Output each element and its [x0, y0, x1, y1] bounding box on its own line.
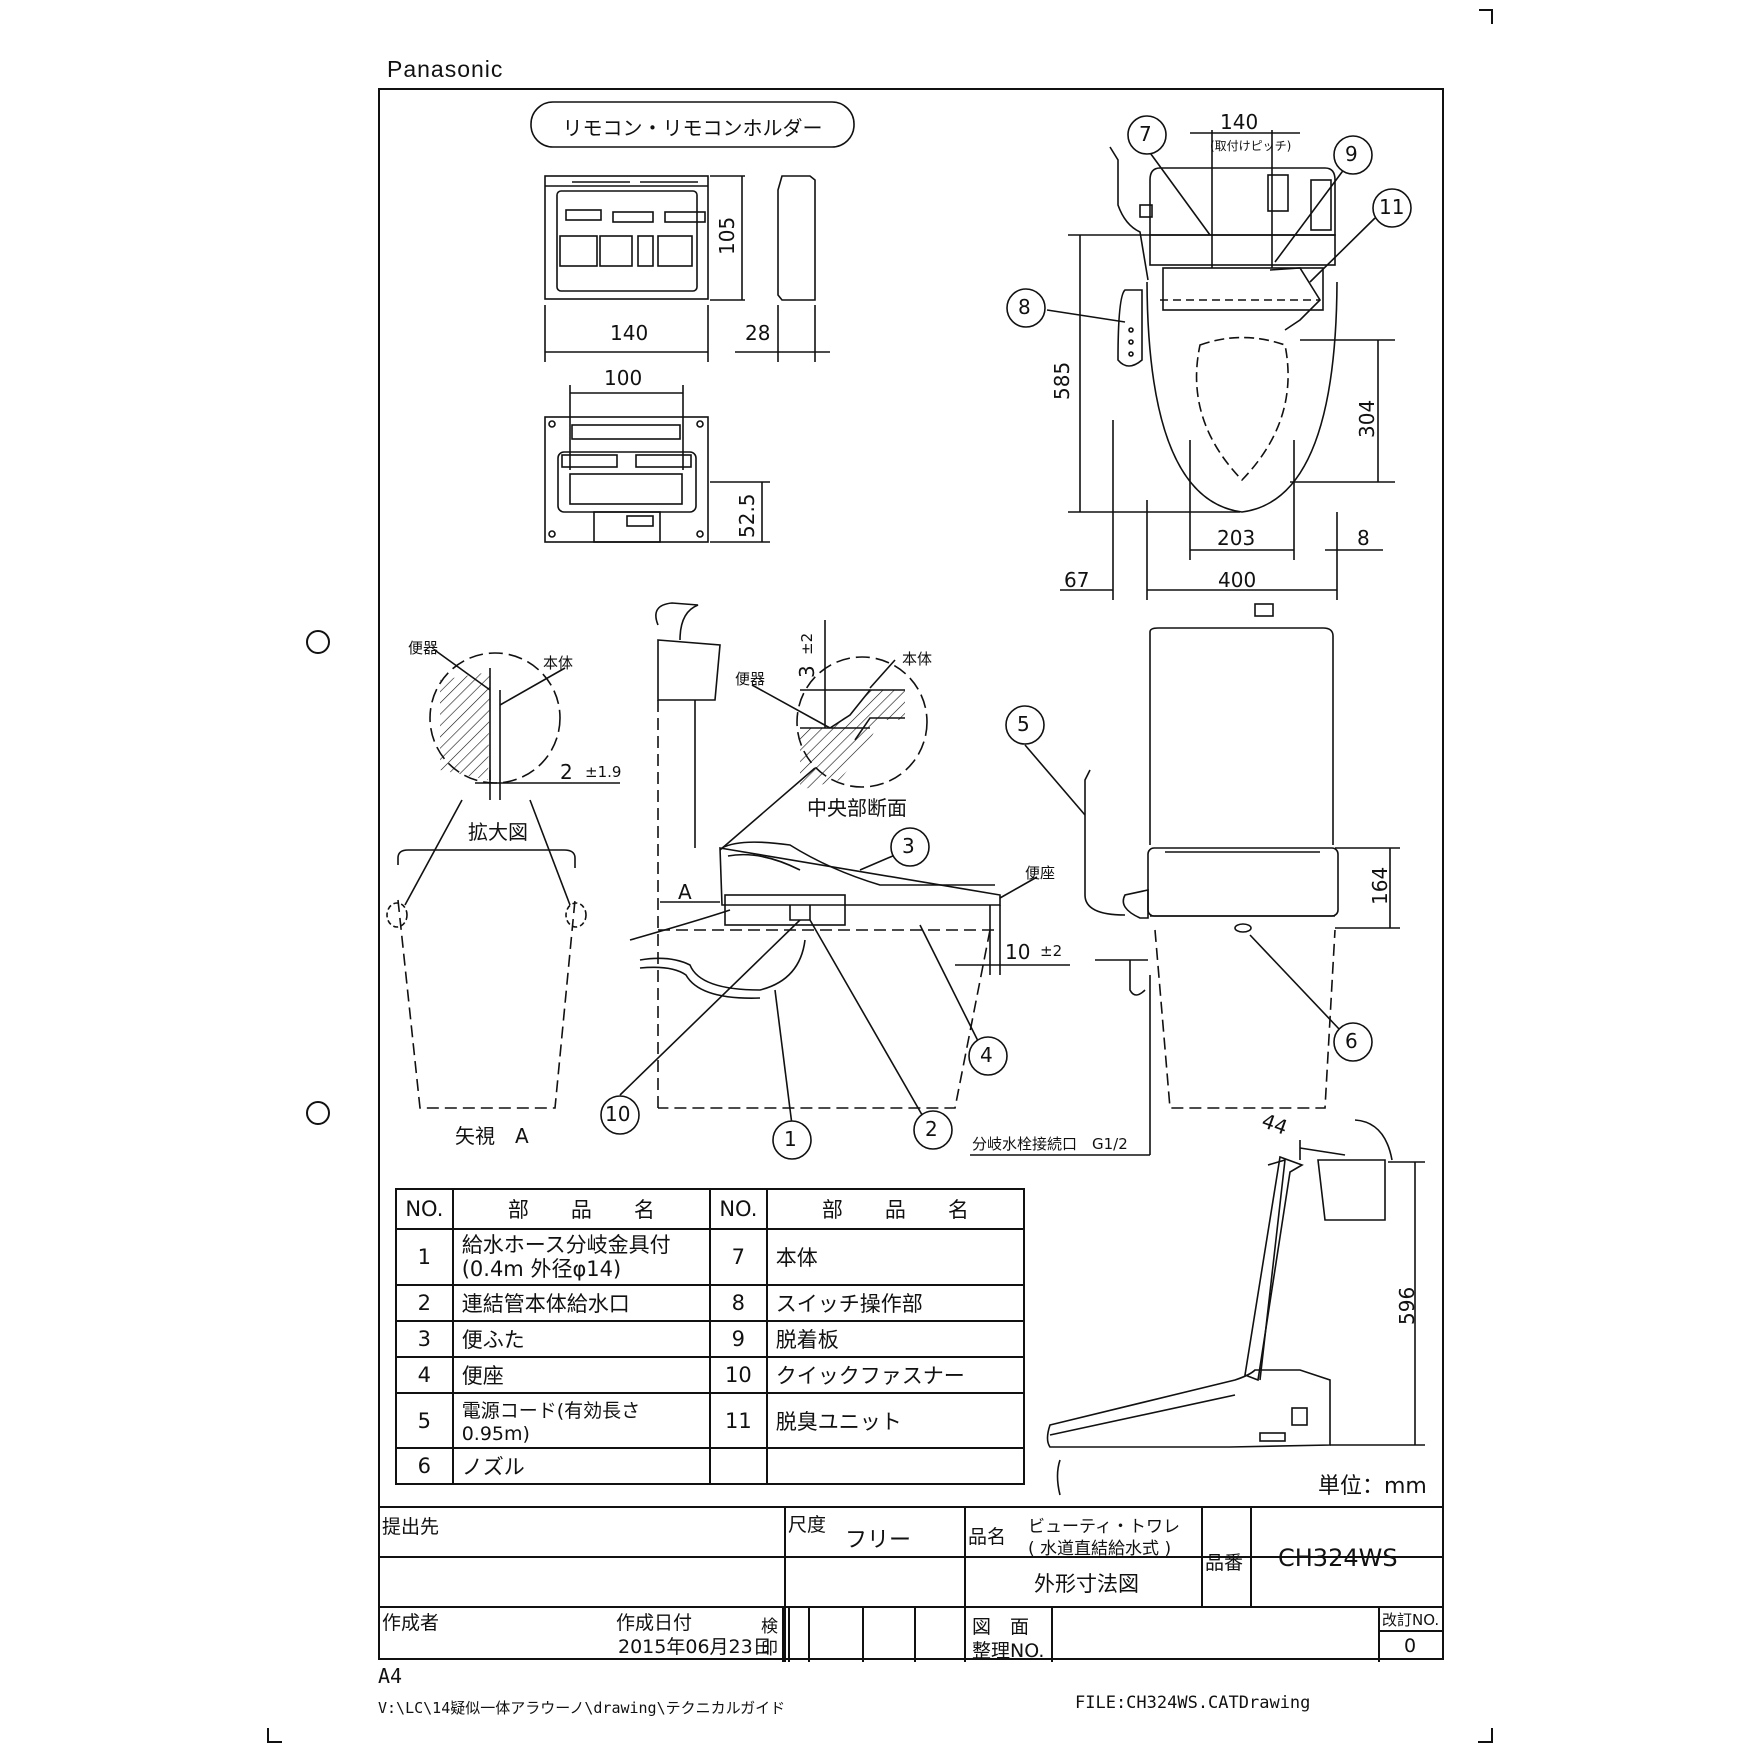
callout-5: 5: [1017, 712, 1030, 736]
dim-holder-pitch: 100: [604, 366, 643, 390]
th-no-left: NO.: [395, 1188, 454, 1230]
remote-front-drawing: [544, 175, 709, 300]
caption-center-section: 中央部断面: [807, 796, 907, 820]
dim-top-pitch-note: (取付けピッチ): [1210, 139, 1292, 153]
callout-2: 2: [925, 1117, 938, 1141]
callout-1: 1: [784, 1127, 797, 1151]
callout-4: 4: [980, 1043, 993, 1067]
label-body-left: 本体: [543, 654, 574, 672]
drawing-title: 外形寸法図: [1034, 1572, 1139, 1596]
connection-note: 分岐水栓接続口 G1/2: [972, 1135, 1128, 1153]
table-row: 1 給水ホース分岐金具付 (0.4m 外径φ14) 7 本体: [395, 1228, 1026, 1286]
dim-seat-gap: 10: [1005, 940, 1031, 964]
callout-3: 3: [902, 834, 915, 858]
product-name-1: ビューティ・トワレ: [1028, 1517, 1180, 1537]
table-row: 3 便ふた 9 脱着板: [395, 1320, 1026, 1358]
label-toilet-left: 便器: [408, 639, 439, 657]
date-value: 2015年06月23日: [618, 1636, 772, 1658]
callout-6: 6: [1345, 1029, 1358, 1053]
remote-side-drawing: [777, 175, 816, 301]
table-row: 4 便座 10 クイックファスナー: [395, 1356, 1026, 1394]
label-author: 作成者: [382, 1612, 440, 1634]
view-a-outline: [397, 849, 576, 868]
toilet-open-lid-drawing: [1046, 1119, 1393, 1496]
label-check-1: 検: [761, 1617, 778, 1637]
product-name-2: ( 水道直結給水式 ): [1028, 1539, 1172, 1559]
dim-top-pitch: 140: [1220, 110, 1259, 134]
table-row: 5 電源コード(有効長さ0.95m) 11 脱臭ユニット: [395, 1392, 1026, 1449]
th-name-right: 部 品 名: [765, 1188, 1026, 1230]
label-check-2: 印: [761, 1639, 778, 1659]
drawing-frame: [378, 88, 1444, 1660]
paper-size: A4: [378, 1664, 403, 1688]
revision-value: 0: [1404, 1635, 1417, 1657]
remote-section-title: リモコン・リモコンホルダー: [562, 116, 823, 140]
view-arrow-a: A: [678, 880, 692, 904]
dim-center-tol: ±2: [798, 632, 816, 655]
dim-open-height: 596: [1395, 1286, 1419, 1325]
callout-7: 7: [1139, 122, 1152, 146]
dim-top-inner-width: 203: [1217, 526, 1256, 550]
label-toilet-center: 便器: [735, 670, 766, 688]
dim-top-left: 67: [1064, 568, 1090, 592]
dim-holder-height: 52.5: [735, 493, 759, 538]
label-body-center: 本体: [902, 650, 933, 668]
remote-title-capsule: [530, 101, 855, 148]
caption-view-a: 矢視 A: [455, 1124, 529, 1148]
label-drawing-no-1: 図 面: [972, 1616, 1030, 1638]
th-name-left: 部 品 名: [451, 1188, 711, 1230]
callout-9: 9: [1345, 142, 1358, 166]
label-date: 作成日付: [616, 1612, 693, 1634]
caption-enlarged: 拡大図: [468, 820, 528, 844]
title-block: 提出先 尺度 フリー 品名 ビューティ・トワレ ( 水道直結給水式 ) 外形寸法…: [378, 1506, 1444, 1662]
label-revision: 改訂NO.: [1382, 1611, 1440, 1629]
dim-top-side: 8: [1357, 526, 1370, 550]
dim-seat-gap-tol: ±2: [1040, 942, 1063, 960]
callout-10: 10: [605, 1102, 631, 1126]
parts-table: NO. 部 品 名 NO. 部 品 名 1 給水ホース分岐金具付 (0.4m 外…: [395, 1188, 1026, 1485]
dim-front-height: 164: [1368, 866, 1392, 905]
table-row: 6 ノズル: [395, 1447, 1026, 1485]
brand-logo: Panasonic: [387, 56, 504, 82]
toilet-front-view-drawing: [1084, 603, 1339, 1109]
label-part-no: 品番: [1205, 1552, 1244, 1574]
dim-gap-left: 2: [560, 760, 573, 784]
callout-8: 8: [1018, 295, 1031, 319]
dim-remote-height: 105: [715, 216, 739, 255]
label-scale: 尺度: [788, 1514, 827, 1536]
label-drawing-no-2: 整理NO.: [972, 1640, 1045, 1662]
dim-center: 3: [795, 665, 819, 678]
label-seat: 便座: [1025, 864, 1056, 882]
table-row: 2 連結管本体給水口 8 スイッチ操作部: [395, 1284, 1026, 1322]
part-number: CH324WS: [1278, 1544, 1398, 1572]
th-no-right: NO.: [708, 1188, 768, 1230]
dim-top-width: 400: [1218, 568, 1257, 592]
scale-value: フリー: [845, 1528, 912, 1553]
seat-top-view-drawing: [1109, 146, 1338, 513]
dim-remote-depth: 28: [745, 321, 771, 345]
file-name: FILE:CH324WS.CATDrawing: [1075, 1693, 1311, 1713]
callout-11: 11: [1379, 195, 1405, 219]
remote-holder-drawing: [544, 416, 709, 543]
dim-top-length: 585: [1050, 361, 1074, 400]
label-product: 品名: [968, 1526, 1007, 1548]
dim-gap-left-tol: ±1.9: [585, 763, 622, 781]
dim-top-opening: 304: [1355, 399, 1379, 438]
label-submit-to: 提出先: [382, 1516, 440, 1538]
dim-remote-width: 140: [610, 321, 649, 345]
file-path: V:\LC\14疑似一体アラウーノ\drawing\テクニカルガイド: [378, 1699, 786, 1717]
unit-note: 単位：mm: [1318, 1474, 1427, 1499]
